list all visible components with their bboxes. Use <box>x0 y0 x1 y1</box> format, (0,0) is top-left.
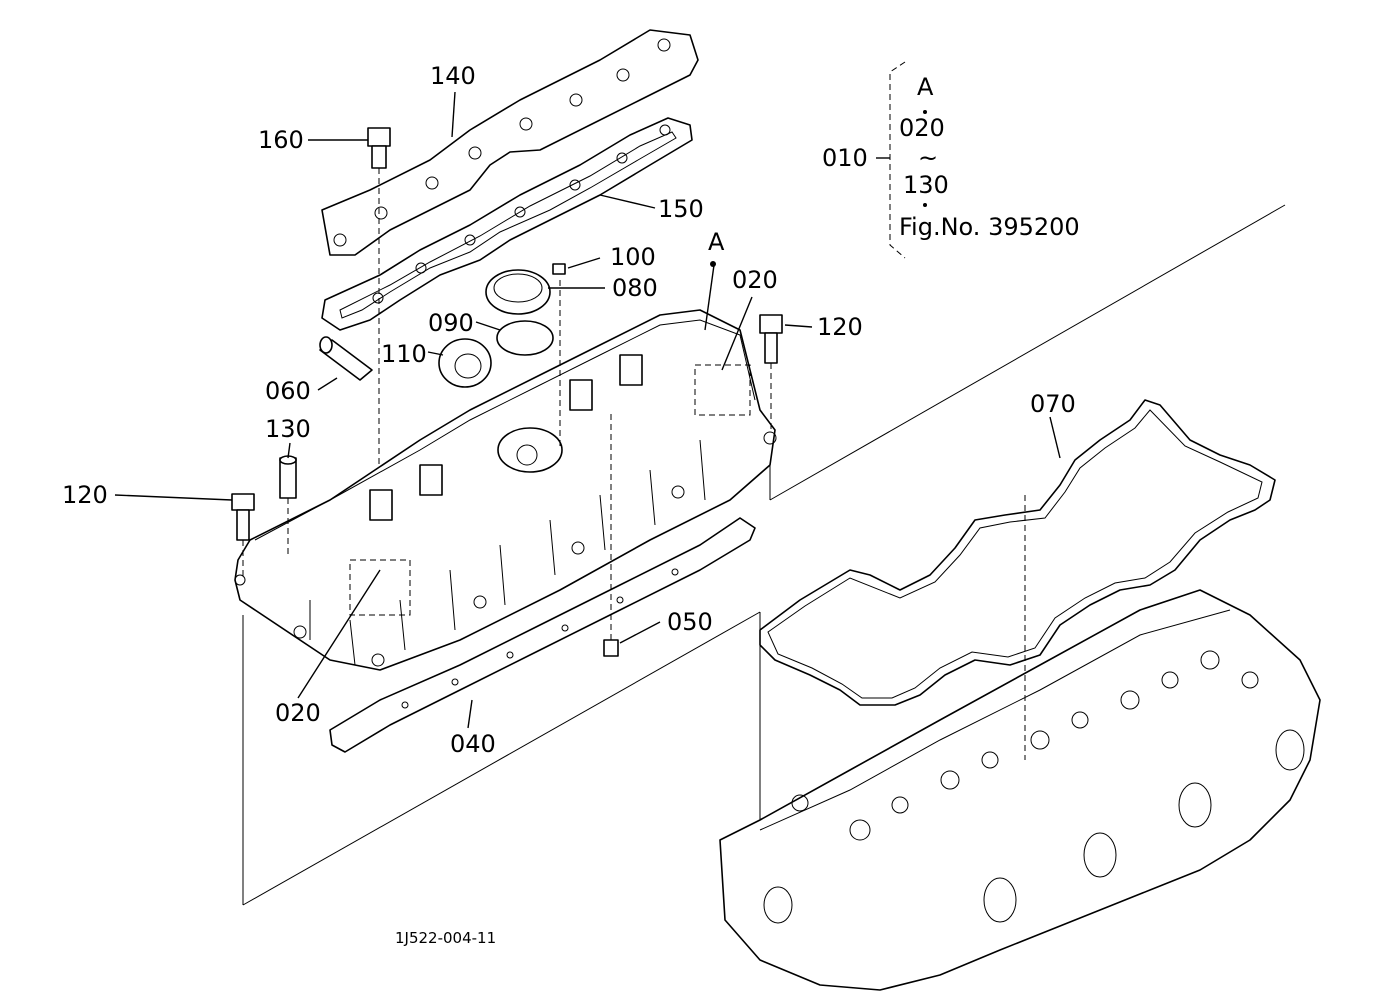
right-bolt-part <box>759 314 783 430</box>
callout-a: A <box>708 228 725 256</box>
guide-lines <box>242 204 1286 906</box>
note-line-1: A <box>917 73 934 101</box>
callout-150: 150 <box>658 195 704 223</box>
assembly-note: 010 A 020 ~ 130 Fig.No. 395200 <box>822 61 1080 259</box>
callout-130: 130 <box>265 415 311 443</box>
callout-040: 040 <box>450 730 496 758</box>
seal-part <box>438 338 492 388</box>
cap-part <box>485 269 561 450</box>
left-bolt-part <box>231 493 255 580</box>
note-ref-label: 010 <box>822 144 868 172</box>
callout-020-top: 020 <box>732 266 778 294</box>
screw-part <box>552 263 566 275</box>
ref-point-a <box>710 261 716 267</box>
note-line-5: Fig.No. 395200 <box>899 213 1080 241</box>
o-ring-part <box>496 320 554 356</box>
callout-120-right: 120 <box>817 313 863 341</box>
top-plate-part <box>321 29 699 256</box>
valve-cover-part <box>234 309 777 671</box>
callout-160: 160 <box>258 126 304 154</box>
plate-gasket-part <box>321 117 693 331</box>
callout-140: 140 <box>430 62 476 90</box>
callout-110: 110 <box>381 340 427 368</box>
callout-120-left: 120 <box>62 481 108 509</box>
callout-090: 090 <box>428 309 474 337</box>
bolt-part <box>367 127 391 500</box>
side-gasket-part <box>329 517 756 753</box>
callout-labels: 140 160 150 100 080 A 020 090 110 120 06… <box>62 62 1076 758</box>
figure-code: 1J522-004-11 <box>395 929 496 947</box>
callout-100: 100 <box>610 243 656 271</box>
callout-070: 070 <box>1030 390 1076 418</box>
note-line-3: ~ <box>918 144 938 172</box>
cylinder-head-part <box>719 495 1321 991</box>
callout-080: 080 <box>612 274 658 302</box>
tube-part <box>319 336 373 381</box>
note-line-4: 130 <box>903 171 949 199</box>
cover-gasket-part <box>759 399 1276 706</box>
note-line-2: 020 <box>899 114 945 142</box>
callout-060: 060 <box>265 377 311 405</box>
callout-050: 050 <box>667 608 713 636</box>
callout-020-bottom: 020 <box>275 699 321 727</box>
small-bolt-part <box>603 410 619 657</box>
leader-lines <box>114 91 1061 729</box>
